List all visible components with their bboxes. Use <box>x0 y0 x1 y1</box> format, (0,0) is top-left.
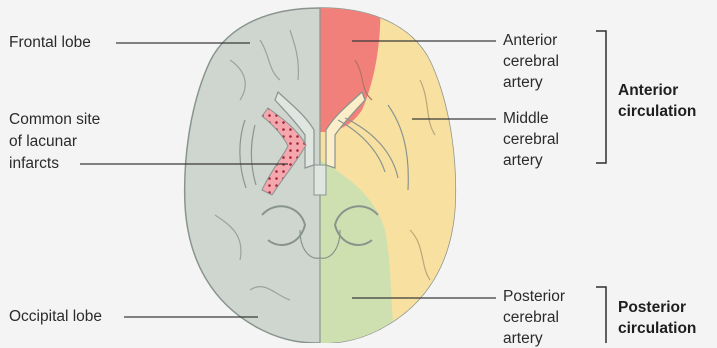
mca-label-line1: Middle <box>503 109 549 128</box>
occipital-lobe-label: Occipital lobe <box>9 307 102 326</box>
lacunar-label-line1: Common site <box>9 110 100 129</box>
mca-label-line2: cerebral <box>503 130 559 149</box>
pca-label-line3: artery <box>503 329 543 348</box>
posterior-circulation-label-line2: circulation <box>618 319 696 338</box>
pca-label-line2: cerebral <box>503 308 559 327</box>
anterior-circulation-bracket <box>596 31 606 163</box>
posterior-circulation-label-line1: Posterior <box>618 298 686 317</box>
aca-label-line2: cerebral <box>503 52 559 71</box>
third-ventricle <box>314 165 326 195</box>
pca-label-line1: Posterior <box>503 287 565 306</box>
mca-label-line3: artery <box>503 151 543 170</box>
anterior-circulation-label-line1: Anterior <box>618 81 678 100</box>
posterior-circulation-bracket <box>596 287 606 343</box>
lacunar-label-line3: infarcts <box>9 154 59 173</box>
aca-label-line1: Anterior <box>503 31 557 50</box>
anterior-circulation-label-line2: circulation <box>618 102 696 121</box>
lacunar-label-line2: of lacunar <box>9 132 77 151</box>
frontal-lobe-label: Frontal lobe <box>9 33 91 52</box>
aca-label-line3: artery <box>503 73 543 92</box>
